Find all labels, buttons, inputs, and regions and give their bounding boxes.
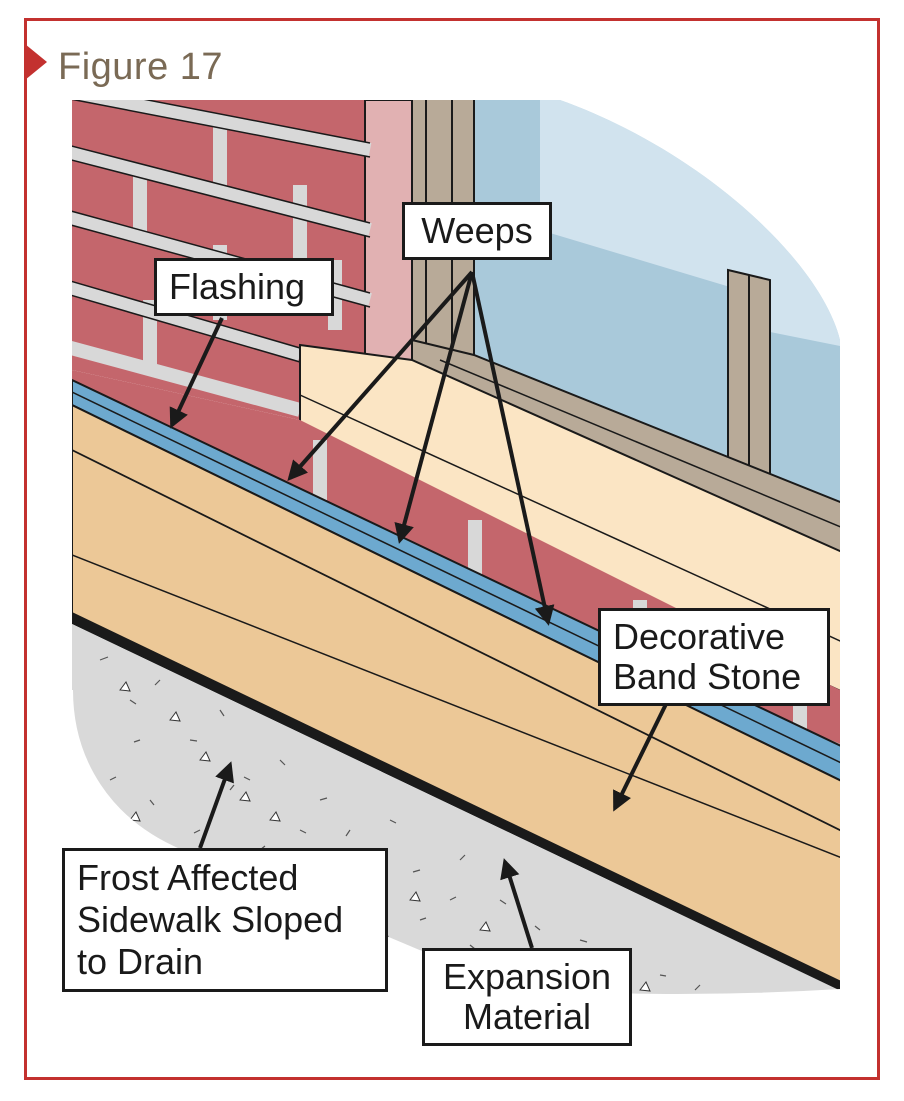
band-stone-callout: Decorative Band Stone	[598, 608, 830, 706]
expansion-material	[72, 612, 840, 995]
figure-marker-triangle	[25, 44, 47, 80]
flashing-arrow	[169, 317, 224, 429]
weeps-callout: Weeps	[402, 202, 552, 260]
sidewalk-callout: Frost Affected Sidewalk Sloped to Drain	[62, 848, 388, 992]
weeps-arrow-1	[287, 270, 474, 481]
band-stone-label-line1: Decorative	[613, 616, 786, 657]
sidewalk-label-line3: to Drain	[77, 941, 204, 982]
sidewalk-arrow	[198, 761, 234, 849]
leader-arrows	[169, 270, 670, 949]
sidewalk-label-line2: Sidewalk Sloped	[77, 899, 344, 940]
weeps-arrow-3	[470, 271, 555, 626]
expansion-label-line2: Material	[462, 996, 592, 1037]
sidewalk-label-line1: Frost Affected	[77, 857, 299, 898]
weeps-arrow-2	[394, 271, 474, 544]
figure-frame	[24, 18, 880, 1080]
expansion-arrow	[500, 858, 534, 949]
flashing-callout: Flashing	[154, 258, 334, 316]
band-stone-label-line2: Band Stone	[613, 656, 802, 697]
weeps-label: Weeps	[421, 210, 533, 251]
expansion-callout: Expansion Material	[422, 948, 632, 1046]
band-stone	[72, 403, 840, 995]
flashing-label: Flashing	[169, 266, 306, 307]
expansion-label-line1: Expansion	[442, 956, 612, 997]
band-stone-arrow	[613, 699, 670, 812]
figure-title: Figure 17	[58, 46, 224, 88]
